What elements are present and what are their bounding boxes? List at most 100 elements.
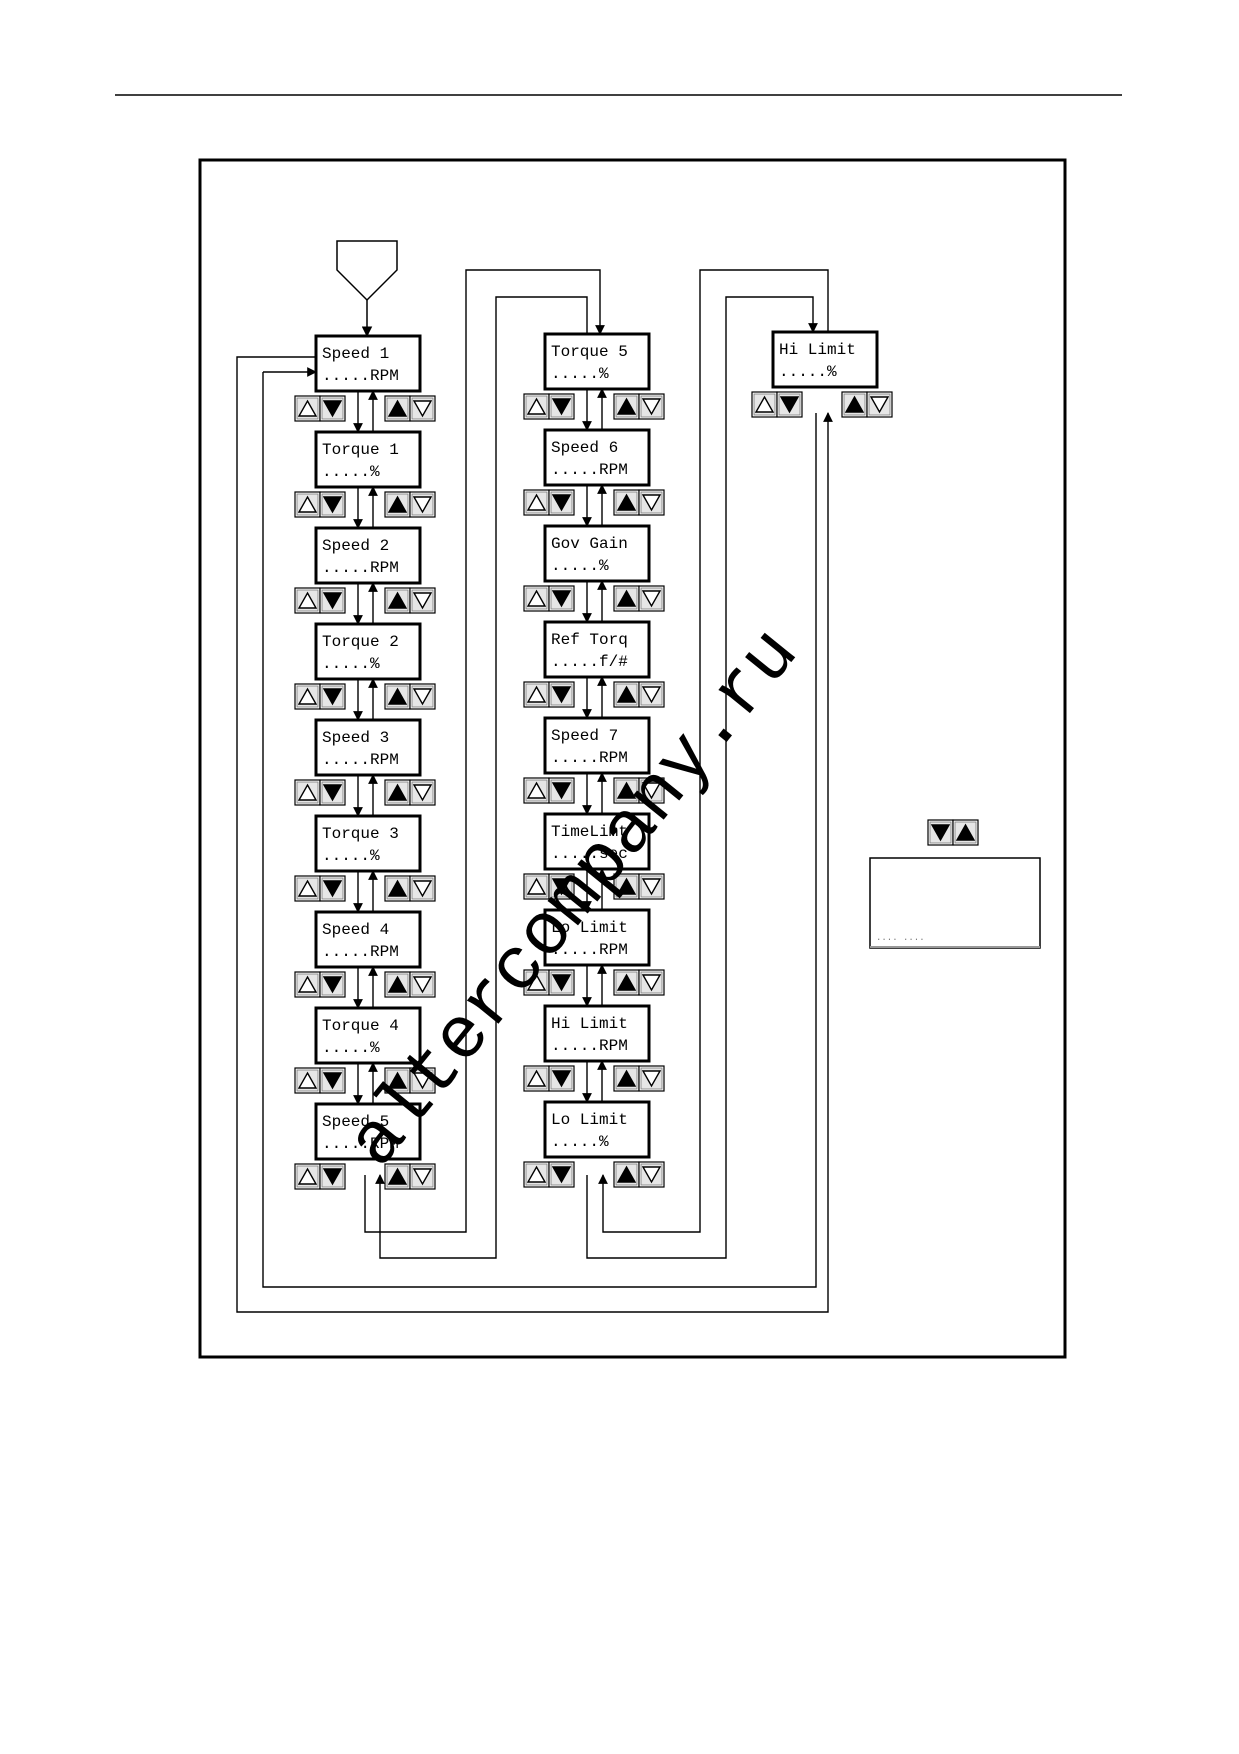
- down-arrow-filled-icon: [322, 976, 343, 994]
- button-group: [294, 683, 436, 710]
- lcd-screen-border: [314, 622, 422, 681]
- col2-to-col1-line-a: [379, 296, 588, 1259]
- legend: .... ....: [869, 819, 1041, 949]
- wrap-line-inner: [262, 372, 817, 1288]
- down-arrow-outline-icon: [412, 976, 433, 994]
- lcd-screen: Hi Limit.....RPM: [543, 1004, 651, 1063]
- up-arrow-filled-icon: [387, 1071, 408, 1089]
- lcd-screen: Speed 6.....RPM: [543, 428, 651, 487]
- lcd-line-1: Torque 4: [322, 1017, 399, 1035]
- down-arrow-outline-icon: [412, 880, 433, 898]
- figure-frame: [198, 158, 1067, 1359]
- up-arrow-outline-icon: [526, 589, 547, 607]
- down-arrow-outline-icon: [641, 398, 662, 416]
- lcd-screen: Speed 4.....RPM: [314, 910, 422, 969]
- up-arrow-filled-icon: [387, 591, 408, 609]
- col1-to-col2-line: [364, 269, 605, 1233]
- lcd-line-1: Gov Gain: [551, 535, 628, 553]
- down-arrow-outline-icon: [412, 784, 433, 802]
- up-arrow-filled-icon: [616, 1069, 637, 1087]
- lcd-line-1: Speed 6: [551, 439, 618, 457]
- down-arrow-filled-icon: [322, 880, 343, 898]
- lcd-line-1: Torque 1: [322, 441, 399, 459]
- up-arrow-filled-icon: [387, 1167, 408, 1185]
- lcd-screen-border: [314, 334, 422, 393]
- lcd-screen-border: [314, 1006, 422, 1065]
- up-arrow-outline-icon: [526, 1165, 547, 1183]
- down-arrow-outline-icon: [412, 688, 433, 706]
- button-group: [294, 491, 436, 518]
- lcd-screen: Torque 5.....%: [543, 332, 651, 391]
- up-arrow-outline-icon: [297, 591, 318, 609]
- down-arrow-filled-icon: [322, 1072, 343, 1090]
- up-arrow-outline-icon: [297, 879, 318, 897]
- button-group: [294, 587, 436, 614]
- lcd-screen: Speed 5.....RPM: [314, 1102, 422, 1161]
- down-arrow-outline-icon: [412, 1168, 433, 1186]
- lcd-line-1: Hi Limit: [551, 1015, 628, 1033]
- down-arrow-outline-icon: [412, 592, 433, 610]
- up-arrow-outline-icon: [297, 399, 318, 417]
- down-arrow-filled-icon: [551, 398, 572, 416]
- lcd-line-2: .....%: [551, 365, 609, 383]
- lcd-line-2: .....RPM: [551, 941, 628, 959]
- button-group: [294, 971, 436, 998]
- legend-note: .... ....: [876, 933, 925, 943]
- down-arrow-filled-icon: [551, 686, 572, 704]
- up-arrow-filled-icon: [616, 877, 637, 895]
- lcd-screen: Lo Limit.....RPM: [543, 908, 651, 967]
- button-group: [294, 1067, 436, 1094]
- up-arrow-filled-icon: [616, 973, 637, 991]
- lcd-line-2: .....%: [322, 463, 380, 481]
- wrap-line-outer: [236, 356, 833, 1313]
- lcd-line-1: Torque 2: [322, 633, 399, 651]
- lcd-screen: Lo Limit.....%: [543, 1100, 651, 1159]
- down-arrow-outline-icon: [641, 782, 662, 800]
- lcd-screen: Speed 1.....RPM: [314, 334, 422, 393]
- lcd-screen-border: [543, 1100, 651, 1159]
- button-group: [294, 779, 436, 806]
- lcd-line-2: .....%: [551, 557, 609, 575]
- up-arrow-filled-icon: [616, 589, 637, 607]
- up-arrow-outline-icon: [526, 685, 547, 703]
- lcd-screen-border: [543, 812, 651, 871]
- up-arrow-outline-icon: [526, 397, 547, 415]
- connectors: [236, 269, 833, 1313]
- lcd-line-1: Speed 5: [322, 1113, 389, 1131]
- lcd-line-2: .....RPM: [322, 943, 399, 961]
- up-arrow-outline-icon: [297, 687, 318, 705]
- lcd-screen-border: [543, 428, 651, 487]
- down-arrow-filled-icon: [551, 1070, 572, 1088]
- lcd-screen: Hi Limit.....%: [771, 330, 879, 389]
- lcd-screen: Torque 1.....%: [314, 430, 422, 489]
- down-arrow-filled-icon: [551, 782, 572, 800]
- lcd-line-2: .....%: [322, 1039, 380, 1057]
- button-group: [523, 681, 665, 708]
- button-group: [751, 391, 893, 418]
- lcd-screen-border: [543, 620, 651, 679]
- lcd-screen-border: [543, 524, 651, 583]
- lcd-line-2: .....RPM: [322, 751, 399, 769]
- up-arrow-outline-icon: [526, 877, 547, 895]
- lcd-screen-border: [314, 910, 422, 969]
- down-arrow-outline-icon: [641, 494, 662, 512]
- lcd-screen-border: [543, 908, 651, 967]
- button-group: [523, 969, 665, 996]
- up-arrow-filled-icon: [387, 495, 408, 513]
- up-arrow-filled-icon: [616, 397, 637, 415]
- lcd-line-2: .....f/#: [551, 653, 628, 671]
- down-arrow-outline-icon: [412, 400, 433, 418]
- up-arrow-filled-icon: [387, 879, 408, 897]
- down-arrow-filled-icon: [322, 688, 343, 706]
- col2-to-col3-line-b: [602, 269, 829, 1233]
- button-group: [523, 873, 665, 900]
- lcd-line-2: .....RPM: [322, 559, 399, 577]
- lcd-line-1: Speed 1: [322, 345, 389, 363]
- down-arrow-outline-icon: [412, 496, 433, 514]
- lcd-screen-border: [314, 814, 422, 873]
- lcd-line-1: Speed 7: [551, 727, 618, 745]
- buttons-layer: [294, 391, 893, 1190]
- up-arrow-outline-icon: [526, 493, 547, 511]
